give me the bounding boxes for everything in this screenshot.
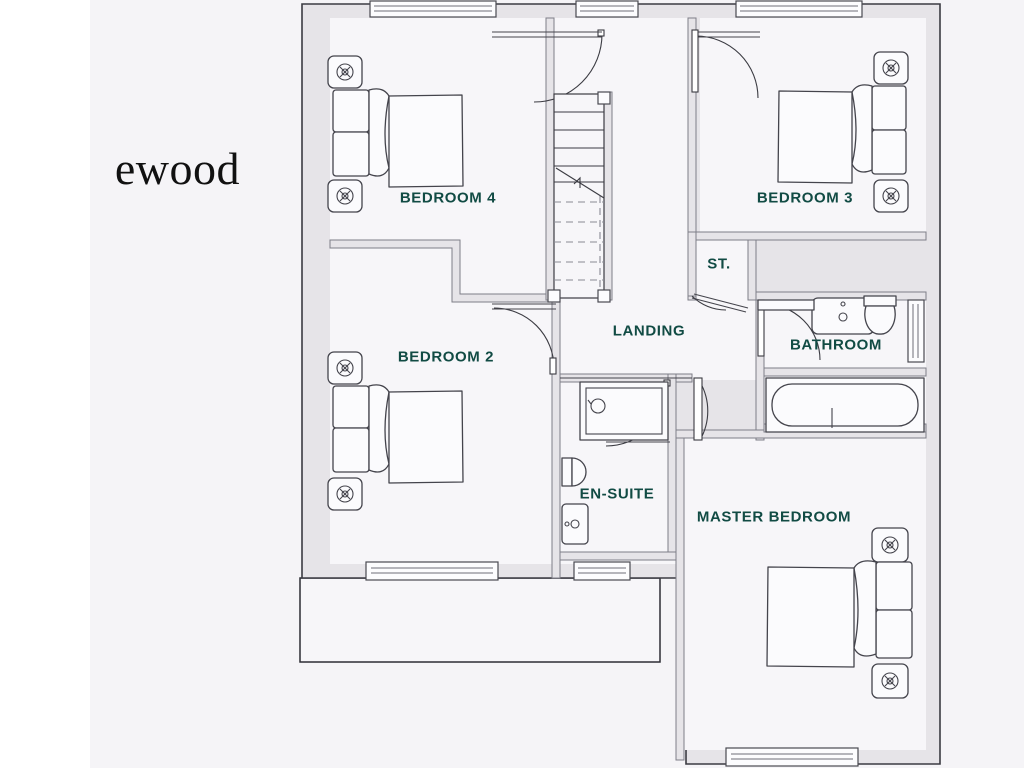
staircase xyxy=(547,91,611,303)
door-bedroom-4 xyxy=(492,29,605,103)
window-bathroom-right xyxy=(907,299,925,363)
en-suite-sink xyxy=(561,503,589,545)
window-bedroom-3-top xyxy=(735,0,863,18)
shower-enclosure xyxy=(579,381,669,441)
window-bedroom-4-top xyxy=(369,0,497,18)
bed-master-bedroom xyxy=(766,527,913,699)
en-suite-toilet xyxy=(561,457,587,487)
window-master-bedroom-bottom xyxy=(725,747,859,767)
bed-bedroom-2 xyxy=(327,351,464,511)
brand-wordmark: ewood xyxy=(114,143,240,194)
door-master-bedroom xyxy=(693,377,709,441)
bathroom-toilet xyxy=(863,295,897,335)
windows xyxy=(365,0,925,767)
window-bedroom-2-bottom xyxy=(365,561,499,581)
bed-bedroom-3 xyxy=(777,51,909,213)
en-suite-fixtures xyxy=(561,381,669,545)
porch-roof-outline xyxy=(299,577,661,663)
window-en-suite-bottom xyxy=(573,561,631,581)
door-st-cupboard xyxy=(691,293,749,313)
door-bedroom-3 xyxy=(691,29,760,99)
bathroom-fixtures xyxy=(757,295,925,433)
door-bedroom-2 xyxy=(492,303,557,375)
bathtub xyxy=(765,377,925,433)
window-stairwell-top xyxy=(575,0,639,18)
bed-bedroom-4 xyxy=(327,55,464,213)
